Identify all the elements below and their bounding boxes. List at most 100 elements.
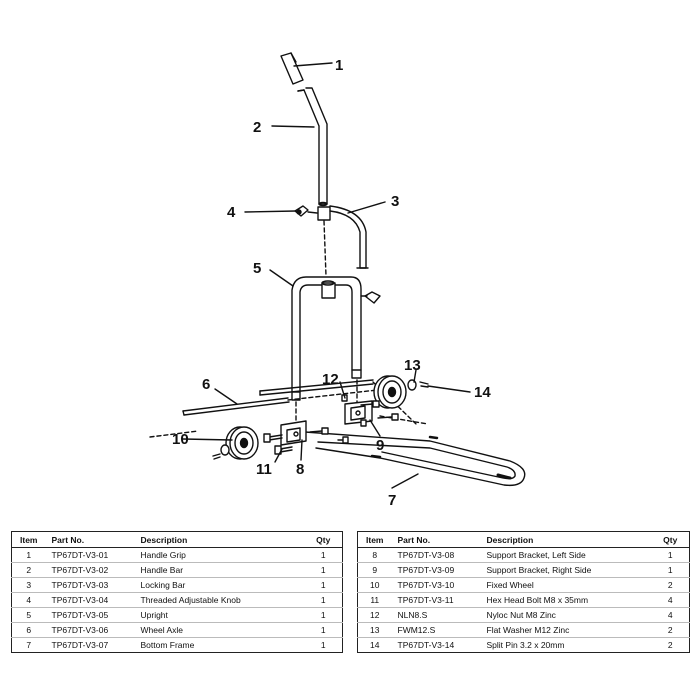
cell-description: Split Pin 3.2 x 20mm [480, 637, 652, 653]
callout-6: 6 [202, 376, 210, 393]
callout-7: 7 [388, 492, 396, 509]
cell-description: Hex Head Bolt M8 x 35mm [480, 592, 652, 608]
threaded-knob-part [294, 205, 318, 217]
callout-14: 14 [474, 384, 491, 401]
cell-description: Fixed Wheel [480, 577, 652, 593]
right-bracket-part [344, 400, 373, 425]
cell-qty: 2 [651, 637, 690, 653]
cell-description: Support Bracket, Left Side [480, 547, 652, 563]
header-item: Item [11, 531, 46, 548]
cell-part-no: TP67DT-V3-06 [45, 622, 135, 638]
cell-item: 3 [11, 577, 46, 593]
callout-4: 4 [227, 204, 236, 221]
cell-part-no: TP67DT-V3-11 [391, 592, 481, 608]
callout-1: 1 [335, 57, 343, 74]
callout-labels: 1 2 3 4 5 6 7 8 9 10 11 12 13 14 [172, 57, 491, 509]
cell-item: 4 [11, 592, 46, 608]
callout-10: 10 [172, 431, 189, 448]
cell-qty: 1 [304, 592, 343, 608]
cell-item: 9 [357, 562, 392, 578]
header-qty: Qty [304, 531, 343, 548]
cell-part-no: TP67DT-V3-05 [45, 607, 135, 623]
callout-13: 13 [404, 357, 421, 374]
bolts-and-nuts-part [263, 394, 399, 455]
cell-item: 6 [11, 622, 46, 638]
cell-description: Upright [134, 607, 305, 623]
cell-part-no: TP67DT-V3-08 [391, 547, 481, 563]
cell-qty: 1 [304, 562, 343, 578]
washer-and-pin-part [407, 379, 429, 391]
cell-part-no: TP67DT-V3-10 [391, 577, 481, 593]
cell-item: 5 [11, 607, 46, 623]
cell-item: 13 [357, 622, 392, 638]
cell-item: 10 [357, 577, 392, 593]
cell-description: Wheel Axle [134, 622, 305, 638]
callout-9: 9 [376, 437, 384, 454]
locking-bar-part [317, 205, 369, 269]
cell-description: Bottom Frame [134, 637, 305, 653]
cell-item: 2 [11, 562, 46, 578]
cell-description: Nyloc Nut M8 Zinc [480, 607, 652, 623]
left-wheel-part [212, 426, 259, 460]
cell-part-no: TP67DT-V3-07 [45, 637, 135, 653]
table-header-row: Item Part No. Description Qty [11, 531, 343, 548]
cell-part-no: TP67DT-V3-02 [45, 562, 135, 578]
cell-item: 8 [357, 547, 392, 563]
cell-description: Threaded Adjustable Knob [134, 592, 305, 608]
cell-qty: 1 [304, 622, 343, 638]
callout-2: 2 [253, 119, 261, 136]
cell-part-no: TP67DT-V3-09 [391, 562, 481, 578]
cell-item: 14 [357, 637, 392, 653]
callout-3: 3 [391, 193, 399, 210]
cell-part-no: TP67DT-V3-01 [45, 547, 135, 563]
header-item: Item [357, 531, 392, 548]
cell-part-no: TP67DT-V3-03 [45, 577, 135, 593]
table-header-row: Item Part No. Description Qty [357, 531, 690, 548]
cell-part-no: TP67DT-V3-04 [45, 592, 135, 608]
cell-description: Locking Bar [134, 577, 305, 593]
callout-12: 12 [322, 371, 339, 388]
cell-description: Handle Bar [134, 562, 305, 578]
cell-item: 1 [11, 547, 46, 563]
callout-5: 5 [253, 260, 261, 277]
cell-item: 7 [11, 637, 46, 653]
cell-qty: 4 [651, 592, 690, 608]
handle-grip-part [280, 52, 304, 85]
cell-part-no: TP67DT-V3-14 [391, 637, 481, 653]
cell-item: 11 [357, 592, 392, 608]
left-bracket-part [280, 420, 307, 446]
header-description: Description [480, 531, 652, 548]
cell-qty: 1 [651, 547, 690, 563]
cell-description: Handle Grip [134, 547, 305, 563]
upright-part [291, 276, 381, 401]
cell-qty: 1 [304, 607, 343, 623]
handle-bar-part [297, 87, 328, 207]
cell-part-no: FWM12.S [391, 622, 481, 638]
header-part-no: Part No. [45, 531, 135, 548]
callout-8: 8 [296, 461, 304, 478]
cell-qty: 4 [651, 607, 690, 623]
cell-qty: 1 [304, 577, 343, 593]
header-qty: Qty [651, 531, 690, 548]
header-description: Description [134, 531, 305, 548]
callout-11: 11 [256, 461, 272, 478]
right-wheel-part [373, 375, 407, 409]
exploded-view-diagram: 1 2 3 4 5 6 7 8 9 10 11 12 13 14 [149, 52, 526, 509]
cell-description: Support Bracket, Right Side [480, 562, 652, 578]
wheel-axle-part [149, 387, 396, 438]
cell-qty: 2 [651, 622, 690, 638]
cell-qty: 2 [651, 577, 690, 593]
